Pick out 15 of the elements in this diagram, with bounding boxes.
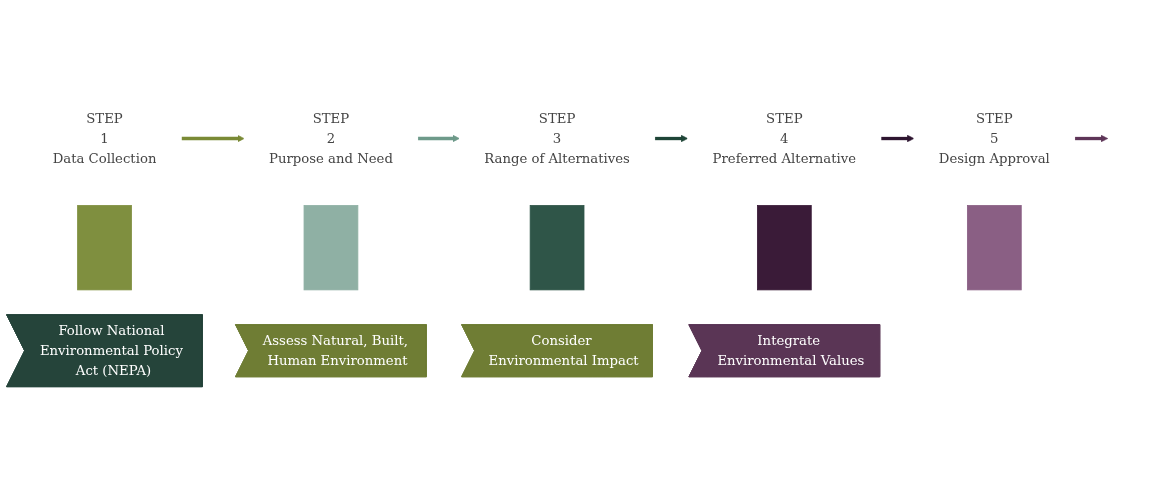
node-text: STEP 1 Data Collection [52, 110, 157, 166]
node-box [303, 205, 359, 291]
arrow [654, 134, 689, 143]
arrow [181, 134, 245, 143]
arrow [1074, 134, 1109, 143]
arrow [417, 134, 460, 143]
arrow [880, 134, 915, 143]
node-text: STEP 5 Design Approval [938, 110, 1050, 166]
node-text: STEP 3 Range of Alternatives [484, 110, 630, 166]
node-box [967, 205, 1022, 291]
node-text: STEP 2 Purpose and Need [269, 110, 393, 166]
node-box [529, 205, 585, 291]
node-text: STEP 4 Preferred Alternative [712, 110, 857, 166]
node-box [757, 205, 812, 291]
node-box [77, 205, 132, 291]
